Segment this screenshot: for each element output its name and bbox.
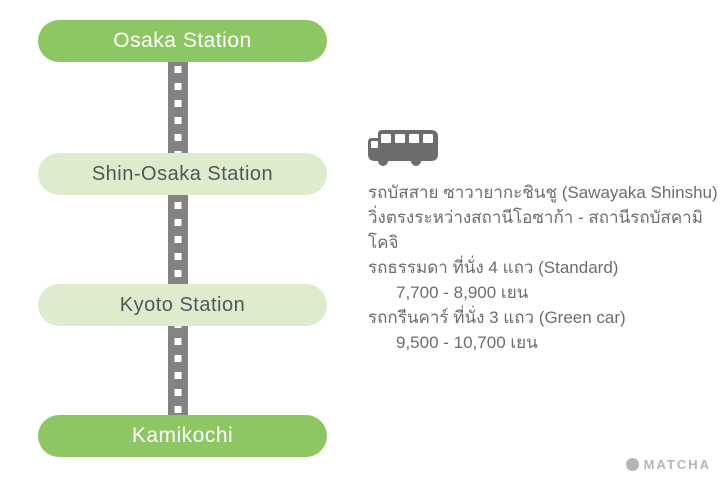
standard-fare-label: รถธรรมดา ที่นั่ง 4 แถว (Standard) [368, 258, 619, 277]
green-car-fare-label: รถกรีนคาร์ ที่นั่ง 3 แถว (Green car) [368, 308, 626, 327]
station-pill-osaka: Osaka Station [38, 20, 327, 62]
standard-fare-price: 7,700 - 8,900 เยน [396, 283, 529, 302]
station-label: Kamikochi [131, 424, 234, 447]
fare-info: รถธรรมดา ที่นั่ง 4 แถว (Standard) 7,700 … [368, 255, 626, 355]
green-car-fare-price: 9,500 - 10,700 เยน [396, 333, 538, 352]
bus-route-description: รถบัสสาย ซาวายากะชินชู (Sawayaka Shinshu… [368, 180, 720, 255]
station-label: Kyoto Station [119, 293, 246, 316]
matcha-logo-circle-icon [625, 458, 639, 471]
matcha-logo: MATCHA [625, 457, 711, 472]
station-label: Shin-Osaka Station [91, 162, 274, 185]
matcha-logo-text: MATCHA [643, 457, 711, 472]
station-pill-kyoto: Kyoto Station [38, 284, 327, 326]
station-pill-shin-osaka: Shin-Osaka Station [38, 153, 327, 195]
station-label: Osaka Station [113, 29, 252, 52]
bus-icon [368, 130, 438, 172]
route-description-line1: รถบัสสาย ซาวายากะชินชู (Sawayaka Shinshu… [368, 183, 718, 202]
road-dashed-center-line [174, 66, 182, 454]
route-description-line2: วิ่งตรงระหว่างสถานีโอซาก้า - สถานีรถบัสค… [368, 208, 703, 252]
station-pill-kamikochi: Kamikochi [38, 415, 327, 457]
road-line [168, 40, 188, 454]
